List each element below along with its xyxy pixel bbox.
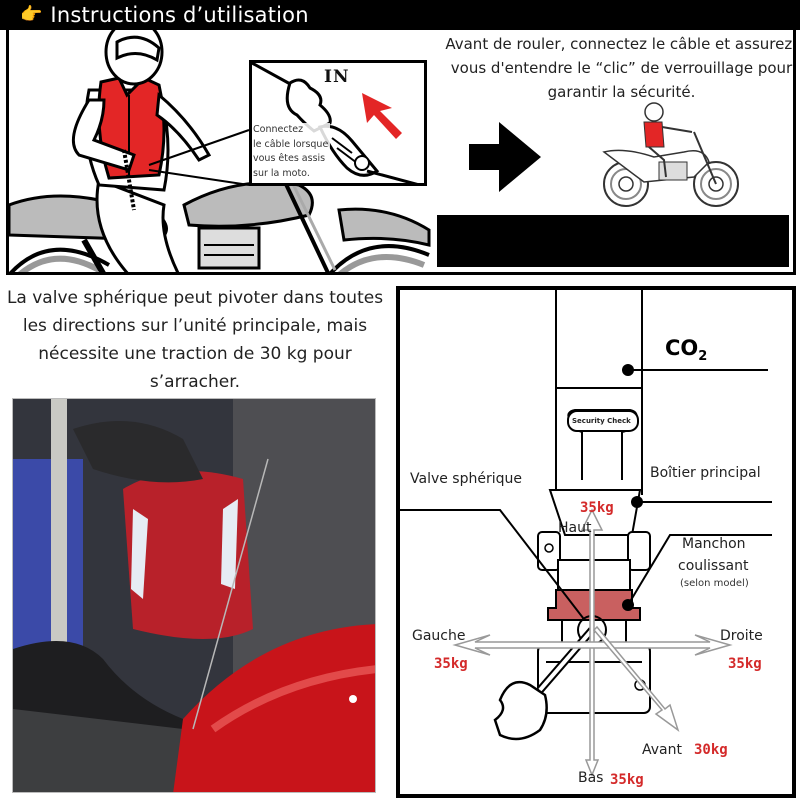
down-force: 35kg bbox=[610, 772, 644, 788]
force-diagram-panel: CO2 Security Check Valve sphérique Boîti… bbox=[396, 286, 796, 798]
up-label: Haut bbox=[558, 520, 592, 536]
connection-callout: IN Connectez le câble lorsque vous êtes … bbox=[249, 60, 427, 186]
sleeve-label-line2: coulissant bbox=[678, 558, 749, 574]
top-instruction-panel: IN Connectez le câble lorsque vous êtes … bbox=[6, 30, 796, 275]
sleeve-label-line1: Manchon bbox=[682, 536, 746, 552]
demonstration-photo bbox=[12, 398, 376, 793]
up-force: 35kg bbox=[580, 500, 614, 516]
pointing-hand-icon: 👉 bbox=[20, 4, 43, 25]
housing-label: Boîtier principal bbox=[650, 465, 761, 481]
valve-mechanism-diagram bbox=[400, 290, 772, 778]
sleeve-note: (selon model) bbox=[680, 578, 749, 589]
forward-label: Avant bbox=[642, 742, 682, 758]
down-label: Bas bbox=[578, 770, 604, 786]
black-bar bbox=[437, 215, 789, 267]
right-label: Droite bbox=[720, 628, 763, 644]
valve-description: La valve sphérique peut pivoter dans tou… bbox=[6, 288, 384, 392]
co2-label: CO2 bbox=[665, 336, 708, 365]
photo-scene bbox=[13, 399, 375, 792]
rider-illustration bbox=[9, 30, 431, 272]
in-label: IN bbox=[324, 67, 350, 87]
header-bar: 👉 Instructions d’utilisation bbox=[0, 0, 800, 30]
valve-label: Valve sphérique bbox=[410, 471, 522, 487]
connector-illustration bbox=[252, 63, 418, 183]
forward-force: 30kg bbox=[694, 742, 728, 758]
small-motorcycle-illustration bbox=[602, 102, 739, 207]
right-force: 35kg bbox=[728, 656, 762, 672]
right-arrow-icon bbox=[469, 122, 541, 192]
before-riding-caption: Avant de rouler, connectez le câble et a… bbox=[445, 35, 796, 101]
security-check-label: Security Check bbox=[572, 417, 631, 425]
connect-instruction: Connectez le câble lorsque vous êtes ass… bbox=[253, 123, 331, 181]
page-title: Instructions d’utilisation bbox=[50, 3, 309, 27]
left-label: Gauche bbox=[412, 628, 466, 644]
left-force: 35kg bbox=[434, 656, 468, 672]
